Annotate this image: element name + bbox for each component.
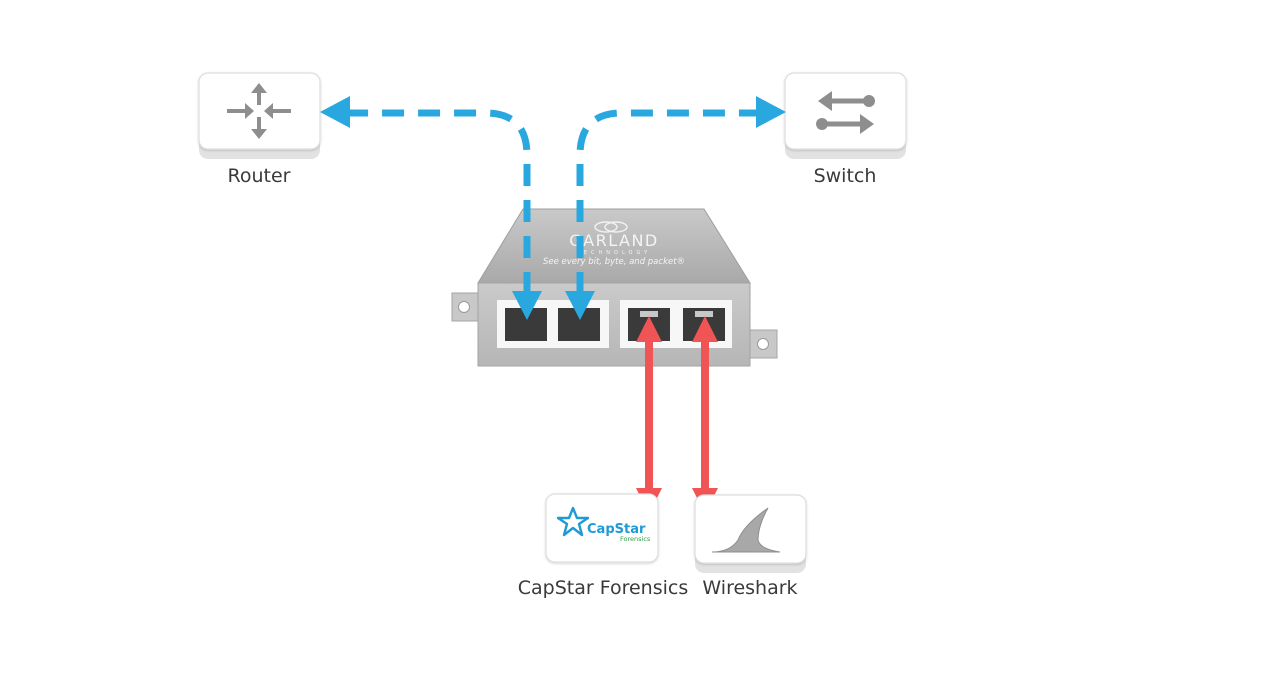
wireshark-fin-icon xyxy=(711,507,781,553)
router-node: Router xyxy=(198,72,321,187)
tap-tagline: See every bit, byte, and packet® xyxy=(543,257,685,267)
capstar-logo-word: CapStar xyxy=(587,522,646,537)
garland-logo-icon xyxy=(594,221,628,233)
tap-brand-sub: TECHNOLOGY xyxy=(576,250,651,256)
capstar-node: CapStar Forensics CapStar Forensics xyxy=(518,493,689,599)
router-card xyxy=(198,72,321,150)
wireshark-label: Wireshark xyxy=(702,577,797,599)
switch-card xyxy=(784,72,907,150)
capstar-logo-sub: Forensics xyxy=(620,535,651,543)
tap-port-a-arrowhead xyxy=(512,291,542,320)
switch-icon xyxy=(816,91,875,134)
capstar-label: CapStar Forensics xyxy=(518,577,689,599)
tap-brand: GARLAND xyxy=(569,231,658,250)
capstar-star-icon xyxy=(556,506,590,537)
wireshark-node: Wireshark xyxy=(694,494,807,599)
switch-node: Switch xyxy=(784,72,907,187)
network-tap-device: GARLAND TECHNOLOGY See every bit, byte, … xyxy=(451,208,778,367)
router-icon xyxy=(227,83,291,139)
router-label: Router xyxy=(228,165,291,187)
switch-label: Switch xyxy=(814,165,877,187)
network-arrowheads xyxy=(320,96,786,320)
tap-port-b-arrowhead xyxy=(565,291,595,320)
router-arrowhead xyxy=(320,96,350,128)
switch-arrowhead xyxy=(756,96,786,128)
